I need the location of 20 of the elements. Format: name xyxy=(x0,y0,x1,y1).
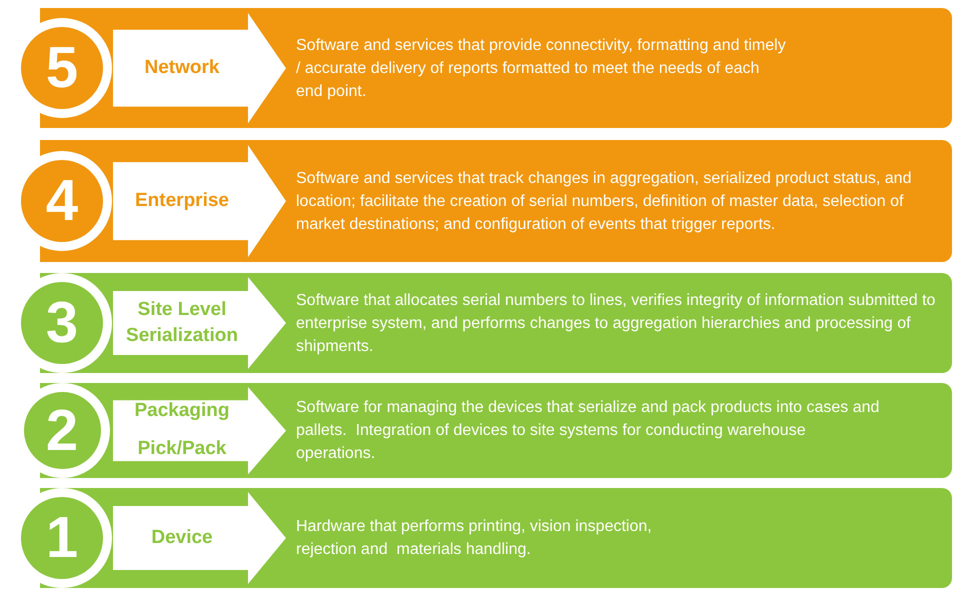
chevron-banner xyxy=(113,277,286,369)
layer-name: Network xyxy=(144,56,220,80)
layer-description: Software and services that provide connectivity, formatting and timely / accurate delivery of reports formatted to meet the needs of each end point. xyxy=(296,36,786,102)
layer-name: Device xyxy=(150,526,214,550)
layer-description: Software for managing the devices that serialize and pack products into cases and pallets. Integration of devices to site systems for conducting warehouse operations. xyxy=(296,398,880,464)
layer-description: Hardware that performs printing, vision inspection, rejection and materials handling. xyxy=(296,517,653,560)
chevron-banner xyxy=(113,144,286,258)
chevron-banner xyxy=(113,12,286,124)
layer-number: 2 xyxy=(44,402,80,460)
layer-number: 3 xyxy=(44,294,80,352)
layer-number: 4 xyxy=(44,172,80,230)
layer-name: Packaging Pick/Pack xyxy=(133,399,231,462)
chevron-banner xyxy=(113,492,286,584)
layer-number: 5 xyxy=(44,39,80,97)
chevron-banner xyxy=(113,386,286,474)
layer-number: 1 xyxy=(44,509,80,567)
layer-description: Software and services that track changes in aggregation, serialized product status, and location; facilitate the creation of serial numbers, definition of master data, selection of market destinations; and configuration of events that trigger reports. xyxy=(296,168,912,234)
layer-name: Enterprise xyxy=(134,188,230,213)
layer-description: Software that allocates serial numbers to lines, verifies integrity of information submitted to enterprise system, and performs changes to aggregation hierarchies and processing of shipments. xyxy=(296,290,936,356)
layer-name: Site Level Serialization xyxy=(125,298,239,348)
